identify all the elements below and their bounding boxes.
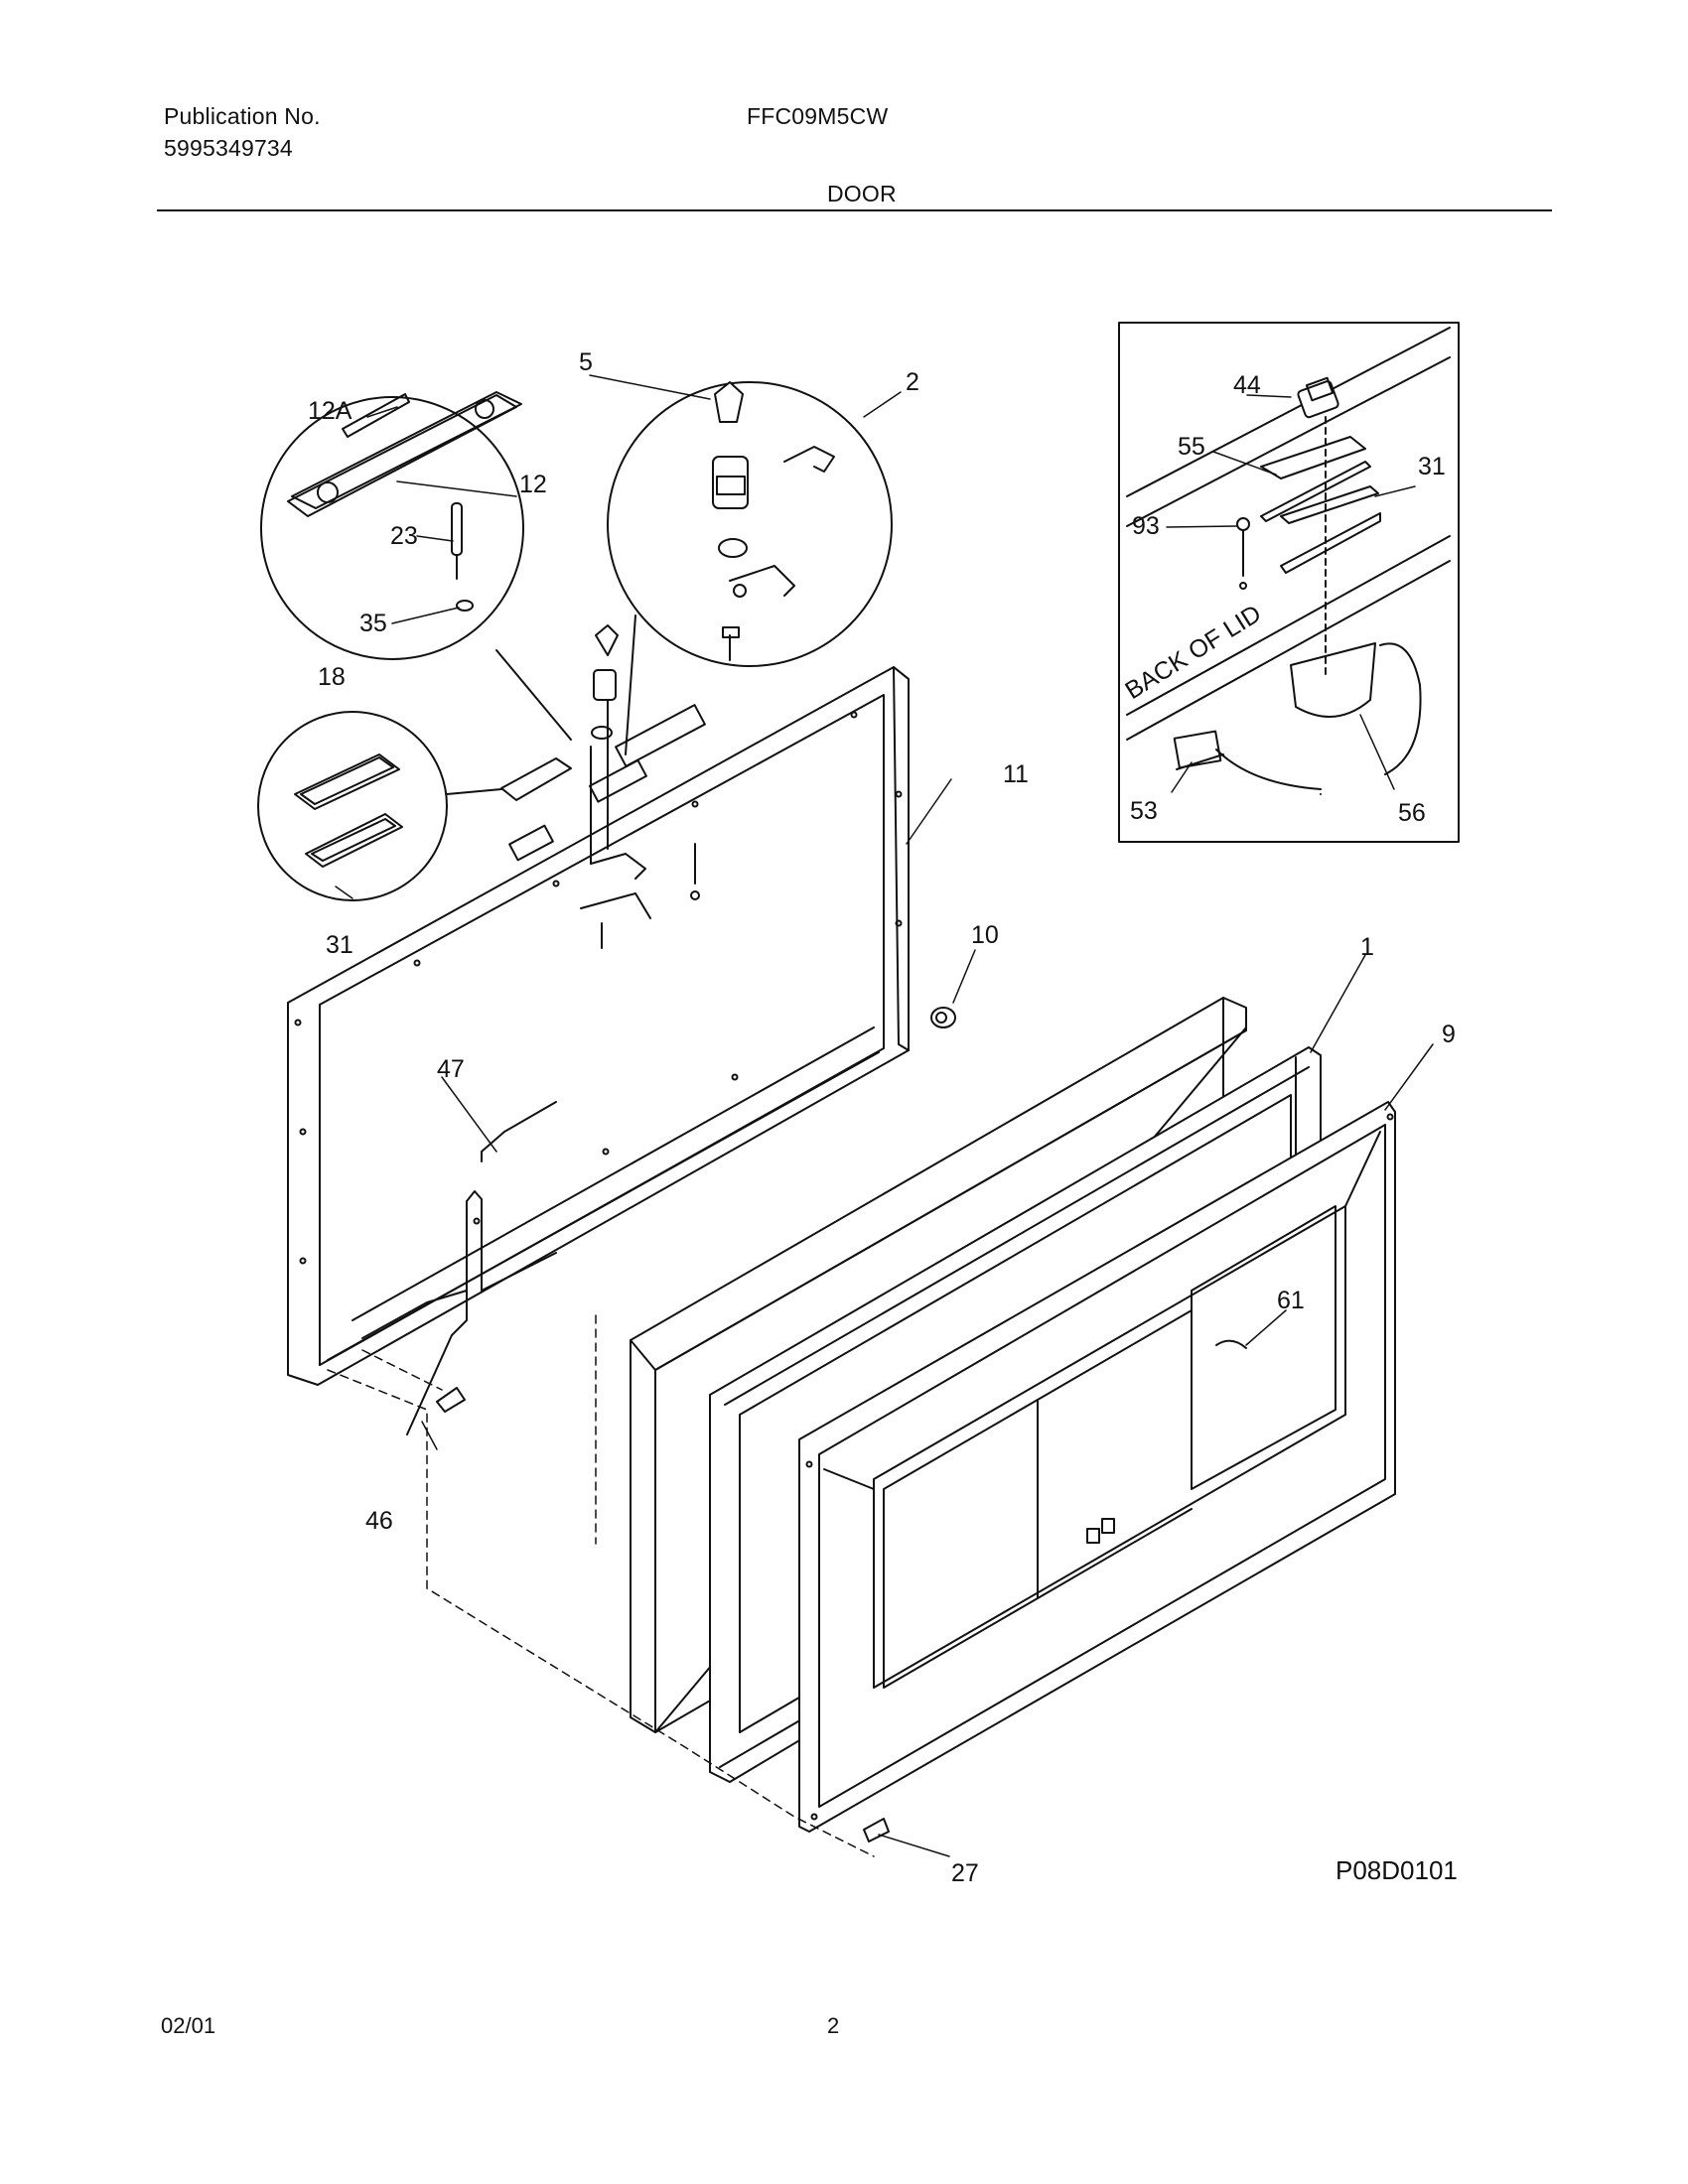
figure-id: P08D0101 (1336, 1855, 1458, 1885)
callout-1: 1 (1360, 933, 1374, 961)
callout-35: 35 (359, 610, 387, 637)
callout-55: 55 (1178, 433, 1205, 461)
publication-number: 5995349734 (164, 135, 293, 161)
callout-10: 10 (971, 921, 999, 949)
detail-circle-lock (607, 381, 893, 755)
callout-56: 56 (1398, 799, 1426, 827)
footer-page-number: 2 (827, 2013, 840, 2038)
callout-53: 53 (1130, 797, 1158, 825)
inset-back-of-lid (1118, 322, 1460, 843)
detail-circle-strip (260, 391, 572, 741)
model-number: FFC09M5CW (747, 103, 889, 129)
callout-leaders (335, 374, 1434, 1857)
door-insulation-drawing (630, 997, 1247, 1733)
detail-circle-handle (257, 711, 502, 901)
door-liner-drawing (287, 666, 910, 1386)
lock-hardware-drawing (500, 624, 706, 949)
callout-31-handle: 31 (326, 931, 353, 959)
callout-47: 47 (437, 1055, 465, 1083)
callout-23: 23 (390, 522, 418, 550)
callout-93: 93 (1132, 512, 1160, 540)
callout-46: 46 (365, 1507, 393, 1535)
section-title: DOOR (827, 181, 897, 206)
callout-27: 27 (951, 1859, 979, 1887)
wire-harness-drawing (361, 1101, 557, 1435)
publication-label: Publication No. (164, 103, 321, 129)
assembly-dashed-lines (327, 1314, 875, 1857)
door-panel-drawing (798, 1101, 1396, 1833)
header-rule (157, 209, 1552, 211)
callout-31-inset: 31 (1418, 453, 1446, 480)
callout-61: 61 (1277, 1287, 1305, 1314)
callout-5: 5 (579, 348, 593, 376)
callout-18: 18 (318, 663, 346, 691)
callout-12a: 12A (308, 397, 352, 425)
callout-2: 2 (906, 368, 919, 396)
callout-44: 44 (1233, 371, 1261, 399)
callout-12: 12 (519, 471, 547, 498)
small-parts (436, 1007, 1247, 1843)
callout-11: 11 (1003, 760, 1029, 788)
footer-date: 02/01 (161, 2013, 216, 2038)
callout-9: 9 (1442, 1021, 1456, 1048)
